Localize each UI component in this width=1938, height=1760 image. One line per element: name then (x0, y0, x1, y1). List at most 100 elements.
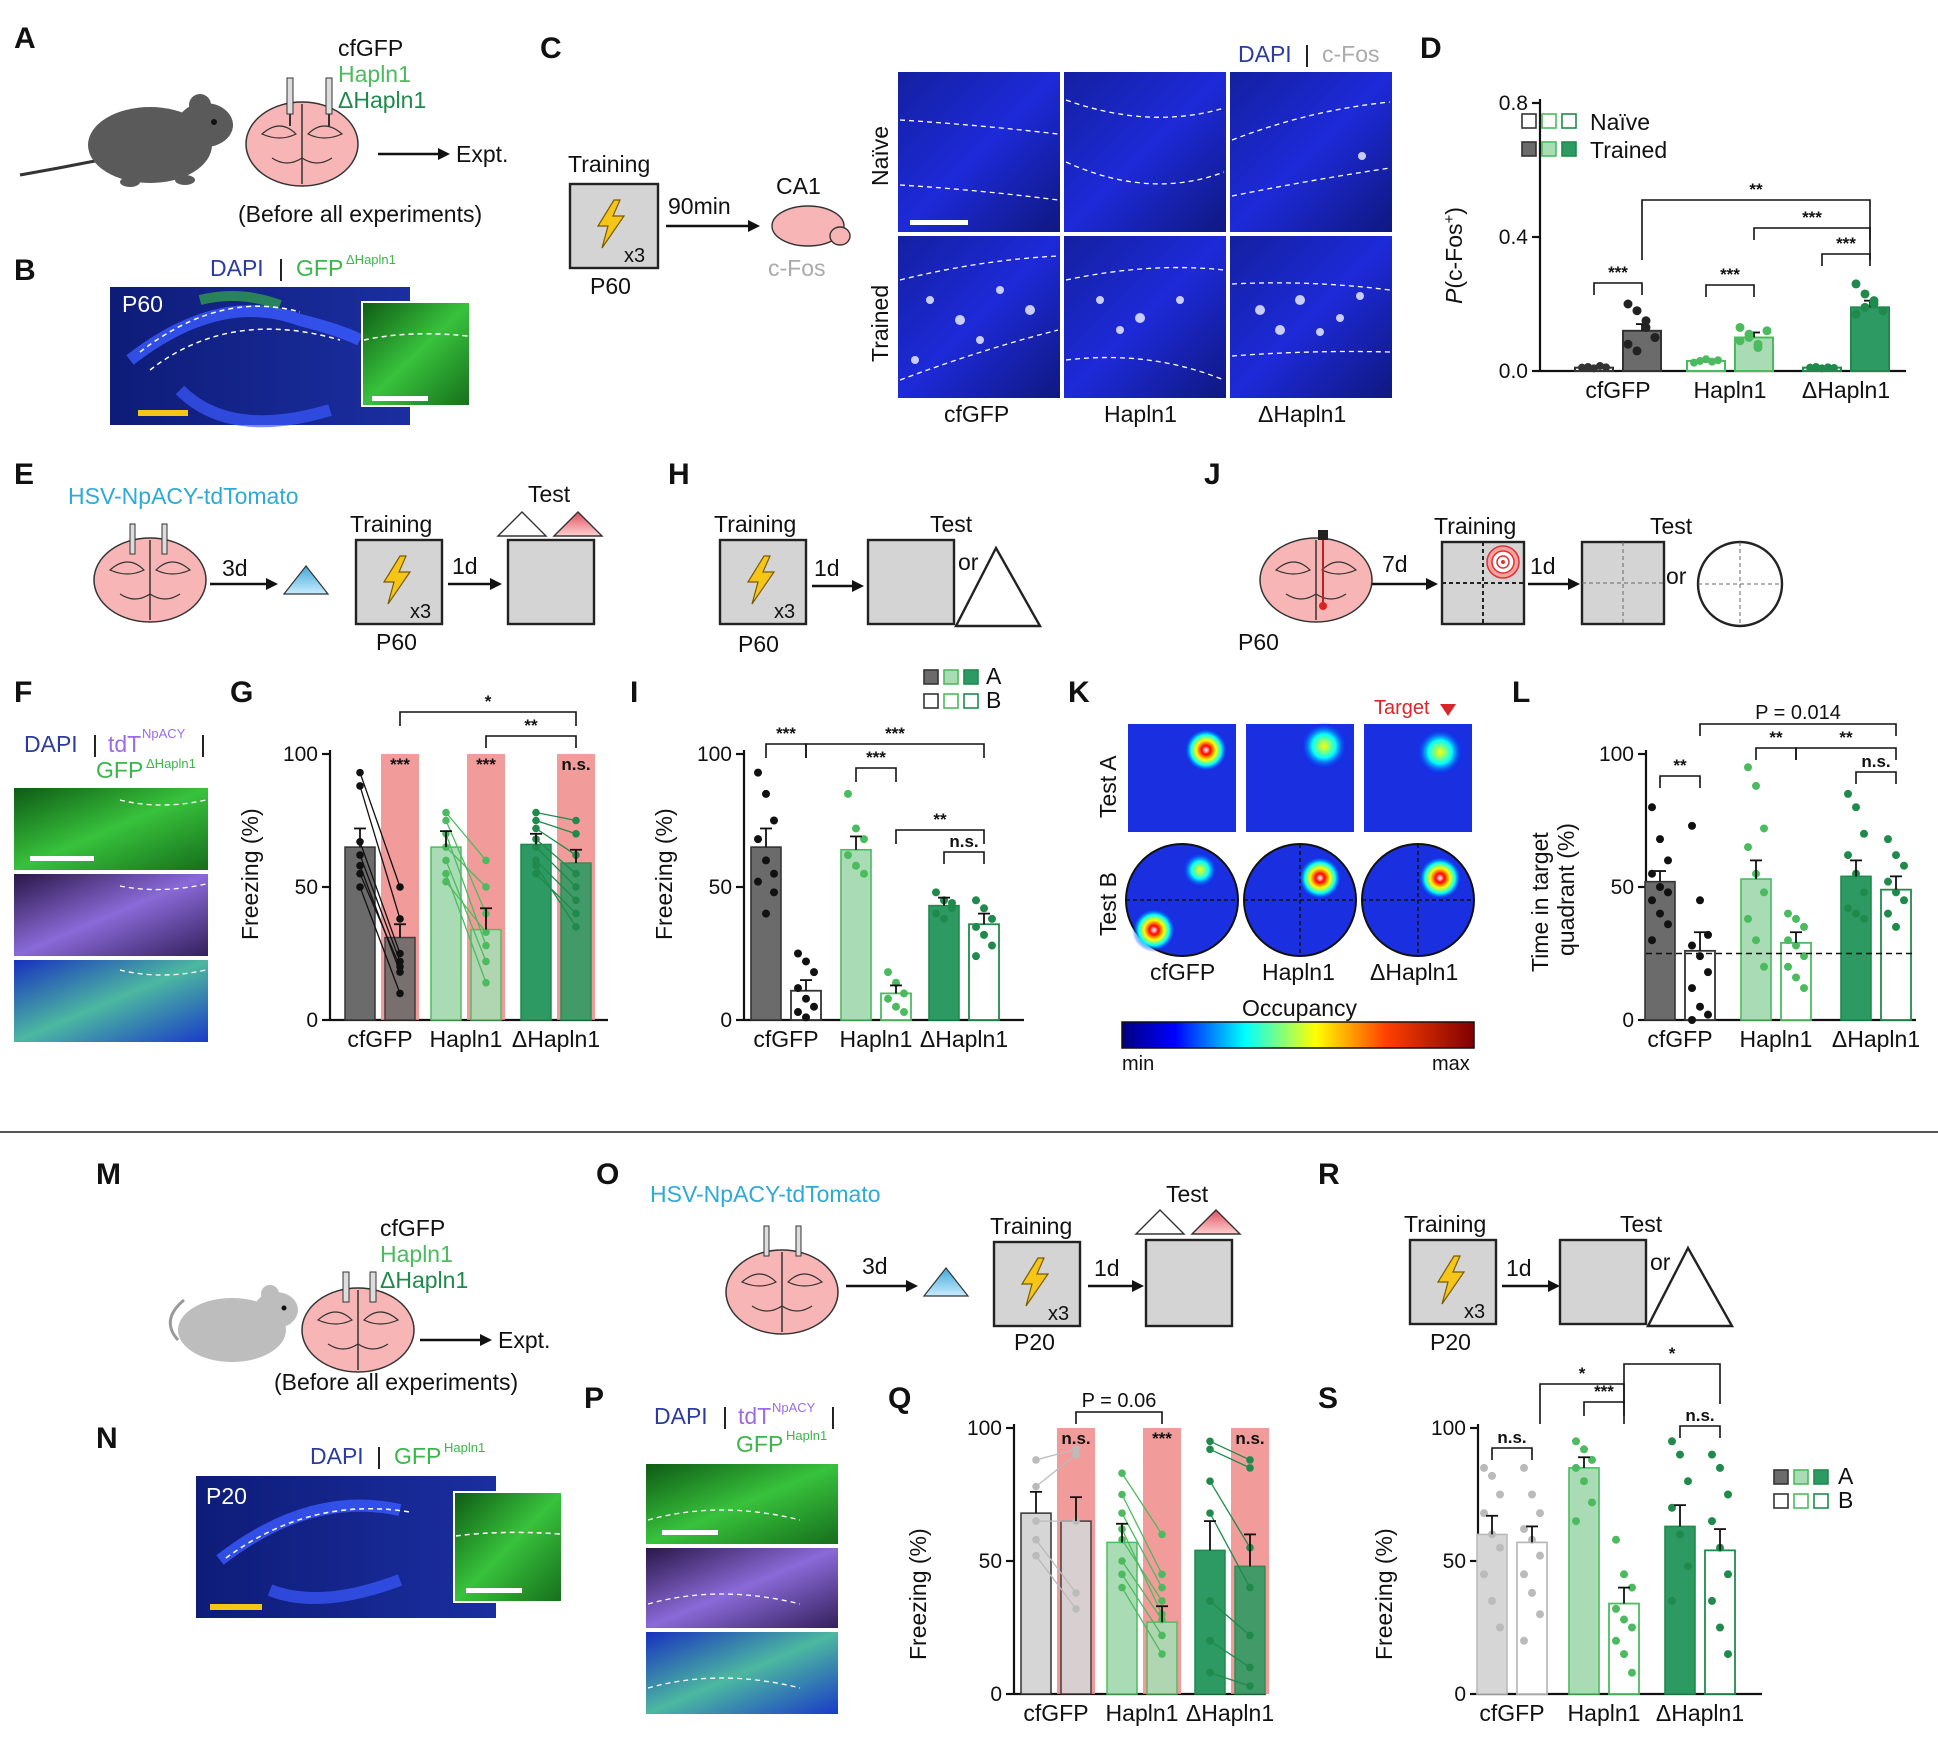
data-point (1724, 1490, 1732, 1499)
data-point (1584, 362, 1592, 371)
data-point (442, 816, 450, 825)
data-point (794, 984, 802, 993)
significance-label: *** (776, 724, 796, 743)
data-point (396, 915, 404, 923)
data-point (1246, 1663, 1254, 1672)
x-tick-label: cfGFP (1647, 1026, 1712, 1052)
col-label-hapln1: Hapln1 (1262, 959, 1335, 985)
light-on-icon (1190, 1209, 1242, 1235)
x-tick-label: Hapln1 (840, 1026, 913, 1052)
data-point (852, 861, 860, 870)
data-point (1844, 904, 1852, 913)
row-label-trained: Trained (867, 285, 893, 362)
panel-n: N DAPI | GFP Hapln1 P20 (96, 1422, 563, 1618)
data-point (770, 888, 778, 897)
expt-label: Expt. (498, 1327, 550, 1353)
panel-e: E HSV-NpACY-tdTomato 3d Training x3 P60 … (14, 458, 604, 655)
data-point (802, 957, 810, 966)
age-label: P60 (738, 631, 779, 657)
scale-bar (210, 1604, 262, 1610)
stain-label-dapi: DAPI (1238, 41, 1292, 67)
delay-label: 1d (1506, 1255, 1532, 1281)
scale-bar (910, 220, 968, 225)
data-point (532, 869, 540, 878)
data-point (1844, 789, 1852, 798)
row-label-naive: Naïve (867, 126, 893, 186)
significance-bracket (1593, 282, 1643, 295)
before-note: (Before all experiments) (238, 201, 482, 227)
stain-label-dapi: DAPI (654, 1403, 708, 1429)
data-point (1830, 363, 1838, 372)
y-tick-label: 50 (1443, 1550, 1466, 1573)
x-tick-label: cfGFP (1585, 377, 1650, 403)
data-point (1656, 883, 1664, 891)
significance-label: * (485, 692, 492, 711)
data-point (1664, 888, 1672, 897)
sep2: | (200, 731, 206, 757)
x-tick-label: ΔHapln1 (1656, 1700, 1744, 1726)
context-b-triangle (1646, 1245, 1735, 1328)
significance-bracket (485, 735, 577, 748)
data-point (1118, 1557, 1126, 1565)
data-point (1572, 1437, 1580, 1446)
significance-label: *** (1594, 1382, 1614, 1401)
bar-a (1840, 875, 1872, 1021)
panel-q-chart: Q Freezing (%) 100500n.s.cfGFP***Hapln1n… (888, 1382, 1274, 1726)
data-point (1158, 1650, 1166, 1658)
data-point (442, 856, 450, 865)
micrograph-merge (14, 960, 208, 1042)
paired-line (445, 881, 487, 933)
test-chamber (506, 538, 596, 626)
data-point (762, 789, 770, 798)
micrograph-trained-dhapln1 (1230, 236, 1392, 398)
data-point (770, 816, 778, 825)
stain-label-gfp: GFP (296, 255, 343, 281)
test-label: Test (528, 481, 571, 507)
data-point (900, 989, 908, 998)
data-point (1792, 973, 1800, 982)
panel-h: H Training x3 P60 1d Test or (668, 458, 1043, 657)
y-tick-label: 0 (306, 1009, 318, 1032)
panel-letter: R (1318, 1158, 1340, 1191)
data-point (1520, 1463, 1528, 1472)
data-point (1892, 888, 1900, 897)
y-tick-label: 0 (990, 1683, 1002, 1706)
data-point (572, 923, 580, 931)
legend-b-label: B (1838, 1487, 1853, 1513)
in-bar-significance: *** (476, 755, 496, 774)
significance-label: *** (885, 724, 905, 743)
significance-label: ** (933, 810, 947, 829)
panel-a: A cfGFP Hapln1 ΔHapln1 Expt. (Before all… (14, 22, 508, 227)
data-point (802, 994, 810, 1003)
test-label: Test (930, 511, 973, 537)
significance-label: *** (866, 748, 886, 767)
x-tick-label: ΔHapln1 (1186, 1700, 1274, 1726)
significance-bracket (1491, 1447, 1533, 1460)
data-point (532, 856, 540, 865)
bar-a (1664, 1525, 1696, 1695)
data-point (1668, 1596, 1676, 1605)
context-a-box (1558, 1238, 1648, 1326)
paired-line (1121, 1528, 1163, 1615)
y-tick-label: 0.4 (1499, 226, 1529, 249)
bar-b (1516, 1541, 1548, 1695)
significance-label: P = 0.06 (1082, 1390, 1157, 1412)
brain-icon (93, 537, 207, 623)
data-point (532, 861, 540, 870)
sep: | (722, 1403, 728, 1429)
panel-letter: D (1420, 32, 1442, 65)
data-point (1206, 1637, 1214, 1645)
data-point (482, 883, 490, 891)
data-point (1664, 856, 1672, 865)
data-point (794, 949, 802, 958)
colorbar (1121, 1021, 1475, 1049)
y-tick-label: 100 (1431, 1417, 1466, 1440)
x-tick-label: cfGFP (753, 1026, 818, 1052)
data-point (1860, 829, 1868, 838)
data-point (1708, 1596, 1716, 1605)
significance-bracket (1623, 1363, 1721, 1404)
age-label: P20 (1430, 1329, 1471, 1355)
row-label-test-b: Test B (1095, 872, 1121, 936)
data-point (1892, 922, 1900, 931)
